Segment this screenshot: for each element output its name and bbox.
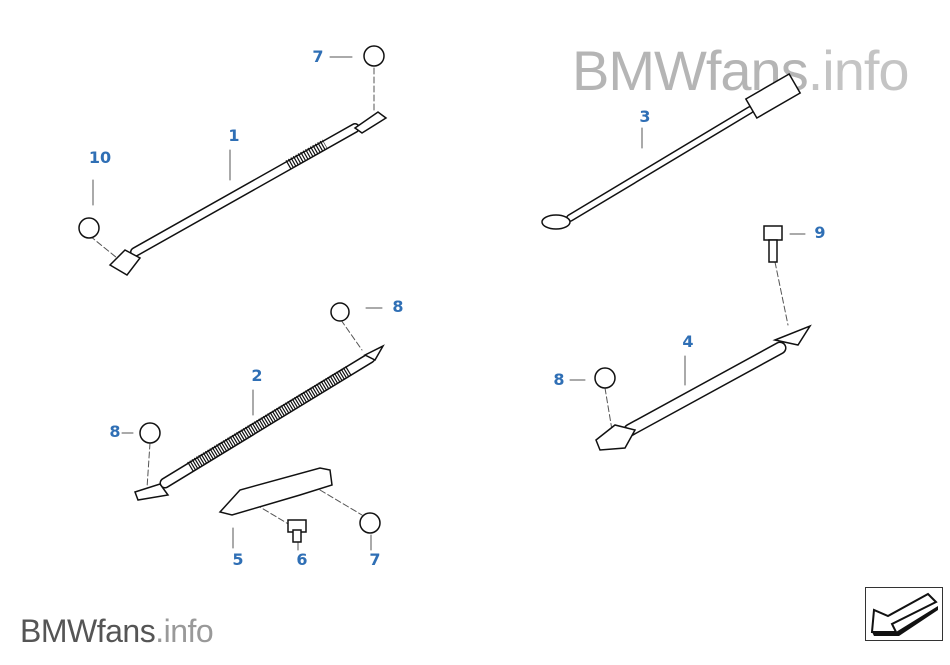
callout-3[interactable]: 3 (639, 107, 651, 126)
callout-8[interactable]: 8 (109, 422, 121, 441)
arrow-back-icon (870, 592, 938, 636)
callout-7[interactable]: 7 (369, 550, 381, 569)
watermark-bottom: BMWfans.info (20, 613, 214, 649)
callout-8[interactable]: 8 (553, 370, 565, 389)
callout-9[interactable]: 9 (814, 223, 826, 242)
callout-5[interactable]: 5 (232, 550, 244, 569)
callout-4[interactable]: 4 (682, 332, 694, 351)
callout-7[interactable]: 7 (312, 47, 324, 66)
watermark-top: BMWfans.info (572, 39, 910, 102)
callout-10[interactable]: 10 (88, 148, 112, 167)
callout-8[interactable]: 8 (392, 297, 404, 316)
callout-2[interactable]: 2 (251, 366, 263, 385)
back-navigation-button[interactable] (865, 587, 943, 641)
callout-1[interactable]: 1 (228, 126, 240, 145)
callout-6[interactable]: 6 (296, 550, 308, 569)
